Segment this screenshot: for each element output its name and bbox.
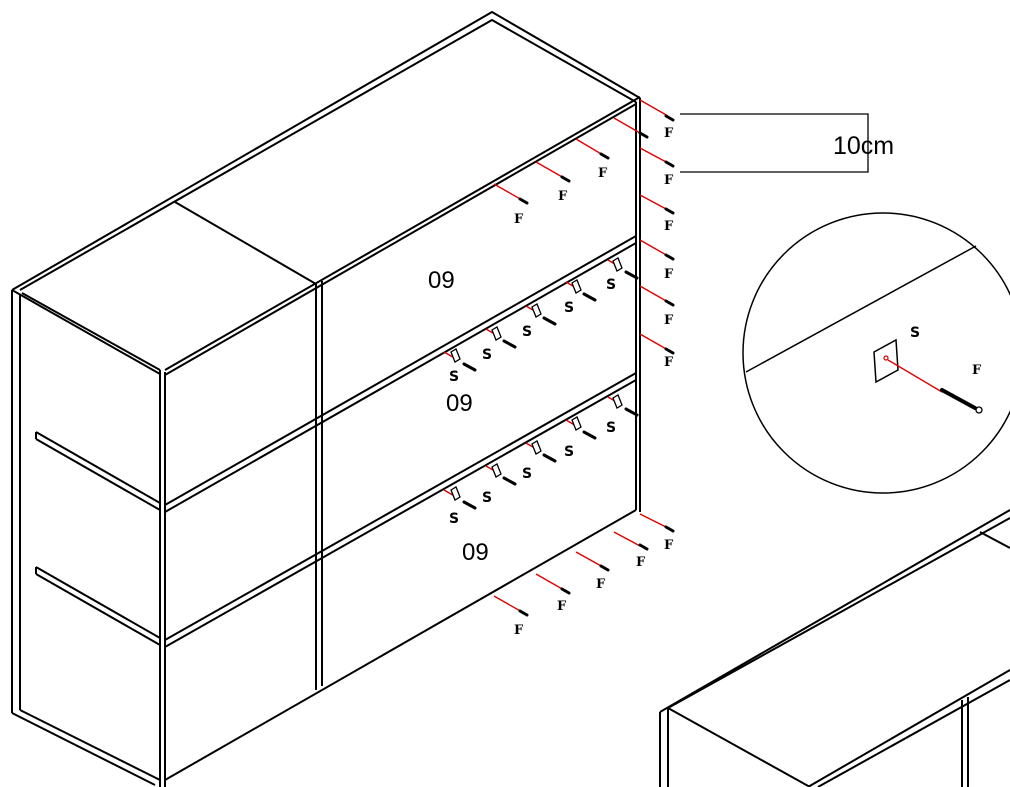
screw-label: F bbox=[664, 267, 674, 282]
bracket-markers bbox=[450, 257, 623, 501]
bracket-label: S bbox=[522, 466, 532, 482]
panel-label-top: 09 bbox=[428, 267, 455, 294]
screw-label: F bbox=[557, 599, 567, 614]
second-cabinet bbox=[659, 509, 1010, 787]
bracket-label: S bbox=[564, 444, 574, 460]
bracket-label: S bbox=[482, 347, 492, 363]
bracket-label: S bbox=[606, 277, 616, 293]
screw-detail-icon bbox=[940, 388, 977, 410]
screw-label: F bbox=[664, 313, 674, 328]
screw-labels: F F F F F F F F F F F F F F F bbox=[514, 126, 982, 638]
bracket-label: S bbox=[910, 325, 920, 341]
dimension-bracket bbox=[680, 113, 869, 173]
screw-label: F bbox=[514, 212, 524, 227]
bracket-labels: S S S S S S S S S S S bbox=[449, 277, 920, 527]
bracket-label: S bbox=[522, 324, 532, 340]
screw-label: F bbox=[598, 166, 608, 181]
panel-label-bottom: 09 bbox=[462, 539, 489, 566]
screw-label: F bbox=[558, 189, 568, 204]
screw-markers bbox=[462, 114, 675, 617]
bracket-label: S bbox=[449, 511, 459, 527]
screw-label: F bbox=[664, 126, 674, 141]
screw-label: F bbox=[664, 538, 674, 553]
cabinet-frame bbox=[11, 11, 641, 787]
bracket-label: S bbox=[606, 420, 616, 436]
bracket-label: S bbox=[449, 369, 459, 385]
dimension-label: 10cm bbox=[833, 132, 894, 160]
screw-label: F bbox=[636, 555, 646, 570]
screw-label: F bbox=[972, 363, 982, 378]
bracket-label: S bbox=[564, 300, 574, 316]
bracket-detail-icon bbox=[873, 338, 899, 384]
screw-label: F bbox=[664, 219, 674, 234]
screw-label: F bbox=[596, 577, 606, 592]
screw-label: F bbox=[664, 173, 674, 188]
screw-label: F bbox=[664, 355, 674, 370]
panel-label-middle: 09 bbox=[446, 390, 473, 417]
bracket-label: S bbox=[482, 490, 492, 506]
screw-label: F bbox=[514, 623, 524, 638]
detail-view bbox=[742, 212, 1010, 494]
